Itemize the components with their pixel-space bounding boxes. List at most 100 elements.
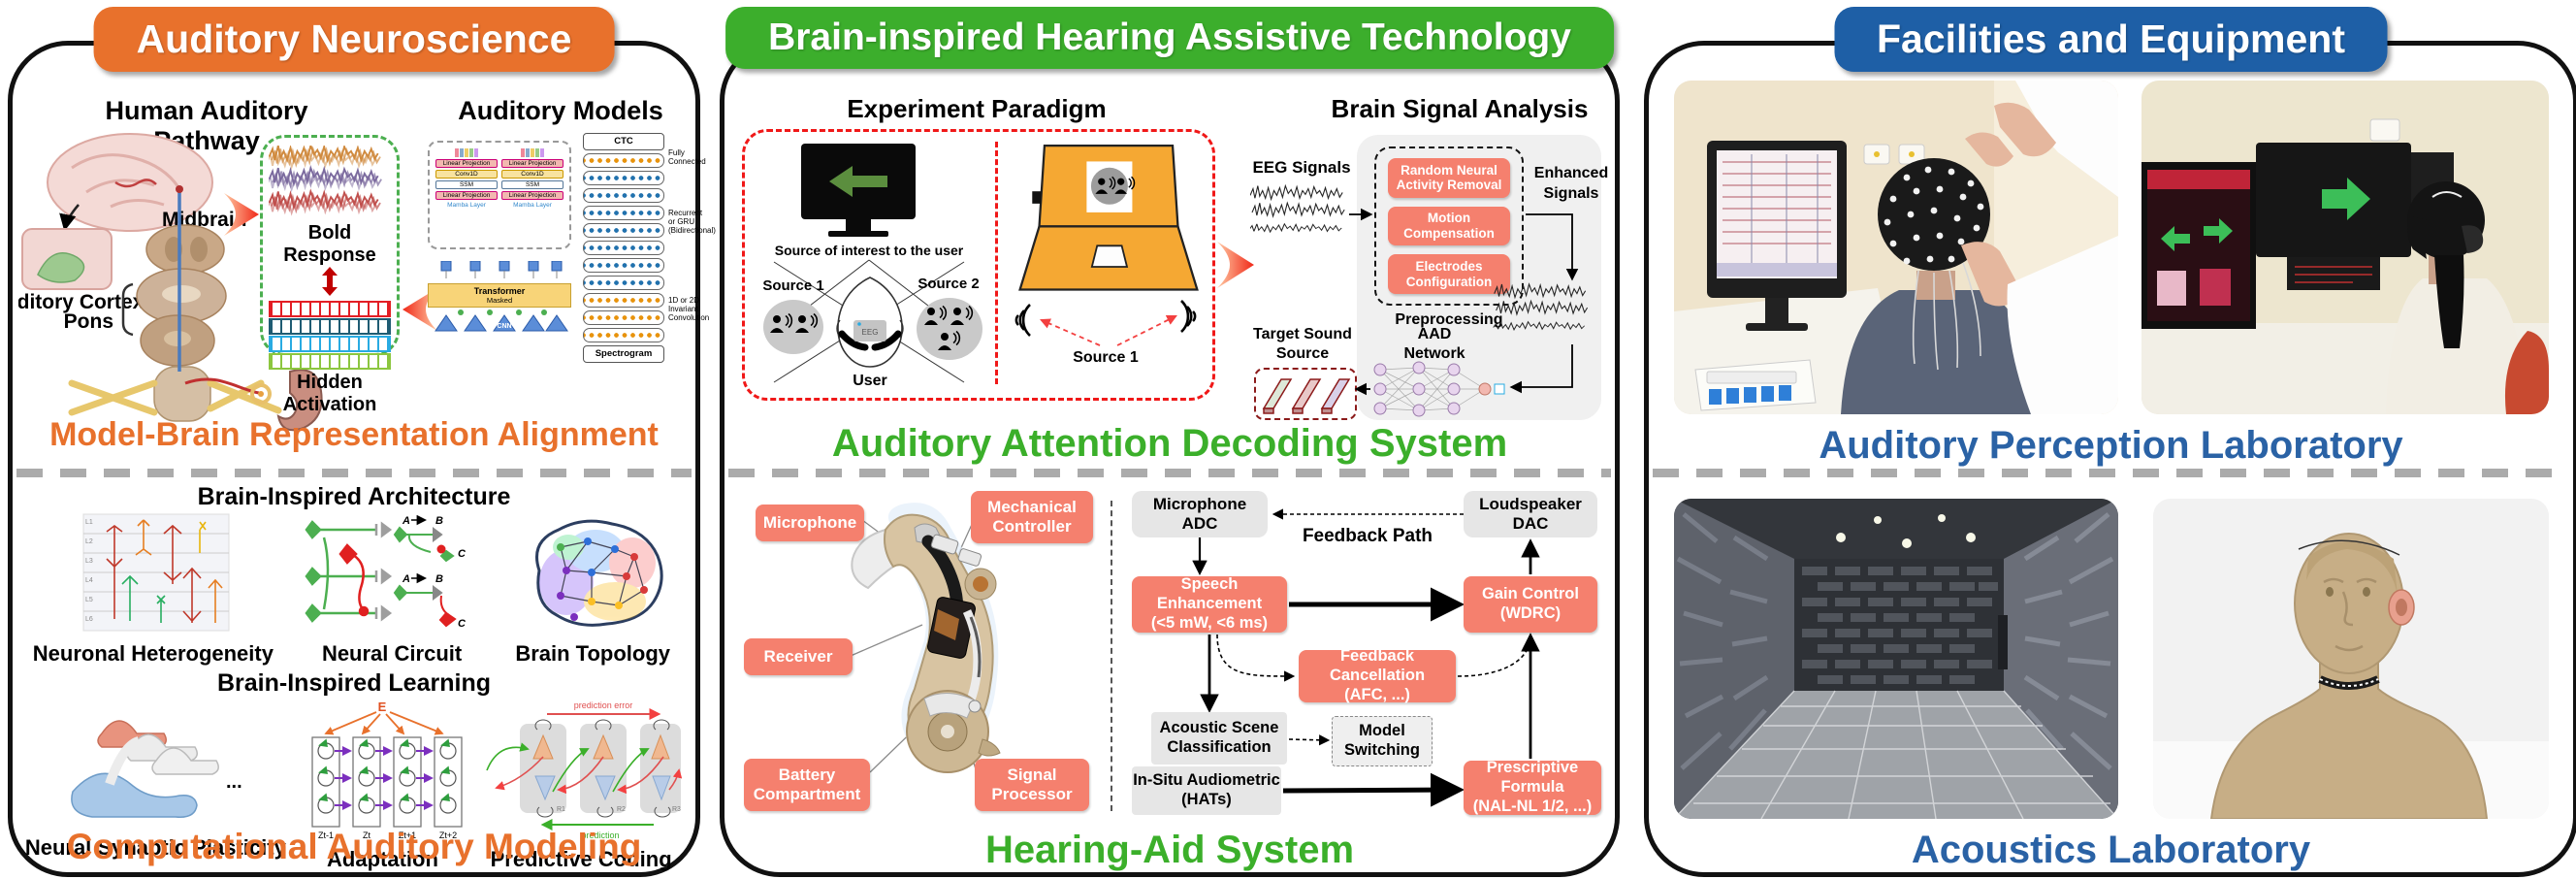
speaker-right-icon	[1180, 300, 1197, 333]
source-arrows	[1040, 315, 1177, 346]
panel-auditory-neuroscience: Auditory Neuroscience Human Auditory Pat…	[8, 7, 716, 877]
device-label-mechanical-controller: Mechanical Controller	[971, 491, 1093, 543]
auditory-models-diagram: Linear Projection Conv1D SSM Linear Proj…	[428, 133, 716, 375]
source2-label: Source 2	[918, 276, 980, 292]
learning-title: Brain-Inspired Learning	[217, 669, 491, 697]
ear-icon	[276, 369, 323, 432]
conv1d-box: Conv1D	[501, 170, 564, 179]
svg-text:Zt+2: Zt+2	[439, 830, 457, 840]
feedback-path-label: Feedback Path	[1302, 526, 1433, 546]
hearing-aid-photo	[851, 503, 1001, 773]
hearing-aid-heading: Hearing-Aid System	[984, 829, 1355, 871]
dashed-divider	[1653, 469, 2569, 477]
brain-signal-analysis: EEG Signals Random Neural Activity Remov…	[1248, 135, 1609, 428]
source2-icon	[917, 298, 982, 360]
flow-arrows	[1192, 508, 1540, 807]
flow-speech-enhancement: Speech Enhancement (<5 mW, <6 ms)	[1132, 575, 1287, 633]
svg-text:L1: L1	[85, 519, 93, 526]
conv1d-box: Conv1D	[435, 170, 498, 179]
figure-adaptation: E	[299, 699, 466, 871]
flow-prescriptive-formula: Prescriptive Formula (NAL-NL 1/2, ...)	[1464, 759, 1601, 815]
flow-gain-control: Gain Control (WDRC)	[1464, 576, 1597, 633]
svg-text:Zt-1: Zt-1	[318, 830, 334, 840]
device-label-receiver: Receiver	[744, 638, 853, 675]
transformer-block: Transformer Masked CNN	[428, 260, 571, 338]
experiment-paradigm-box: Source of interest to the user Source 1 …	[742, 129, 1215, 401]
speaker-left-icon	[1014, 304, 1031, 337]
source1-icon	[763, 300, 823, 354]
flow-loudspeaker-dac: Loudspeaker DAC	[1464, 491, 1597, 537]
predictive-coding-icon: prediction error	[486, 700, 683, 840]
cortex-label: Auditory Cortex	[18, 291, 145, 313]
flow-feedback-cancellation: Feedback Cancellation (AFC, ...)	[1299, 647, 1456, 703]
hearing-aid-device-figure: Microphone Mechanical Controller Receive…	[742, 491, 1099, 813]
pons-label: Pons	[64, 310, 113, 333]
learning-row: ... Neural Synaptic Plasticity E	[18, 699, 690, 871]
alignment-box: Bold Response Hidden Activation	[260, 135, 400, 415]
panel-header-facilities: Facilities and Equipment	[1834, 7, 2388, 72]
svg-text:B: B	[435, 573, 443, 585]
preprocess-step: Electrodes Configuration	[1388, 254, 1510, 295]
svg-text:L4: L4	[85, 577, 93, 584]
section-model-brain-alignment: Human Auditory Pathway Auditory Models A…	[13, 46, 716, 469]
preprocessing-box: Random Neural Activity Removal Motion Co…	[1374, 146, 1524, 306]
panel-hearing-assistive-technology: Brain-inspired Hearing Assistive Technol…	[720, 7, 1620, 877]
learn-caption: Predictive Coding	[490, 847, 672, 871]
mamba-layer-label: Mamba Layer	[447, 202, 486, 209]
svg-text:R3: R3	[672, 806, 681, 813]
panel-header-auditory-neuroscience: Auditory Neuroscience	[93, 7, 615, 72]
paradigm-scene-abstract: Source of interest to the user Source 1 …	[745, 132, 995, 398]
svg-text:B: B	[435, 515, 443, 527]
paradigm-divider	[995, 142, 998, 384]
user-head-icon: EEG	[836, 277, 904, 368]
error-label: E	[378, 700, 387, 714]
model-stack: CTC Spectrogram	[583, 133, 664, 366]
aad-network-label: AAD Network	[1403, 326, 1465, 362]
bold-response-waves-icon	[266, 145, 383, 214]
linear-projection-box: Linear Projection	[501, 191, 564, 200]
perception-lab-heading: Auditory Perception Laboratory	[1819, 424, 2403, 467]
eeg-chip-label: EEG	[862, 328, 879, 337]
fully-connected-label: Fully Connected	[668, 148, 706, 167]
svg-text:A: A	[402, 515, 410, 527]
svg-text:C: C	[458, 618, 467, 630]
eeg-signals-label: EEG Signals	[1252, 158, 1351, 177]
linear-projection-box: Linear Projection	[435, 191, 498, 200]
arrow-right-gradient-icon	[224, 193, 259, 236]
synaptic-plasticity-icon: ...	[71, 720, 242, 818]
updown-arrow-icon	[322, 267, 338, 296]
linear-projection-box: Linear Projection	[501, 159, 564, 168]
device-label-microphone: Microphone	[756, 505, 864, 541]
svg-text:L2: L2	[85, 538, 93, 545]
spectrogram-box: Spectrogram	[583, 345, 664, 363]
photo-hats-mannequin	[2153, 499, 2549, 819]
section-aad-system: Experiment Paradigm Brain Signal Analysi…	[724, 46, 1615, 469]
svg-text:...: ...	[226, 771, 242, 793]
cnn-label: CNN	[497, 323, 511, 330]
ctc-box: CTC	[583, 133, 664, 150]
svg-text:A: A	[402, 573, 410, 585]
device-label-signal-processor: Signal Processor	[975, 759, 1089, 811]
figure-synaptic-plasticity: ... Neural Synaptic Plasticity	[25, 699, 286, 862]
device-label-battery: Battery Compartment	[744, 759, 870, 811]
target-sound-label: Target Sound Source	[1253, 326, 1352, 362]
source1-label: Source 1	[762, 277, 824, 294]
flow-model-switching: Model Switching	[1332, 716, 1433, 766]
photo-behavioral-test	[2141, 81, 2549, 414]
ssm-box: SSM	[435, 180, 498, 189]
acoustics-lab-heading: Acoustics Laboratory	[1911, 829, 2311, 871]
source-interest-label: Source of interest to the user	[774, 243, 964, 258]
dashed-divider	[16, 469, 692, 477]
auditory-pathway-illustration: Auditory Cortex Midbrain Pons	[18, 133, 323, 432]
svg-text:R2: R2	[617, 806, 626, 813]
section-perception-lab: Auditory Perception Laboratory	[1649, 46, 2573, 469]
user-label: User	[853, 373, 887, 389]
flow-microphone-adc: Microphone ADC	[1132, 491, 1268, 537]
learn-caption: Neural Synaptic Plasticity	[24, 835, 286, 860]
photo-anechoic-chamber	[1674, 499, 2118, 819]
